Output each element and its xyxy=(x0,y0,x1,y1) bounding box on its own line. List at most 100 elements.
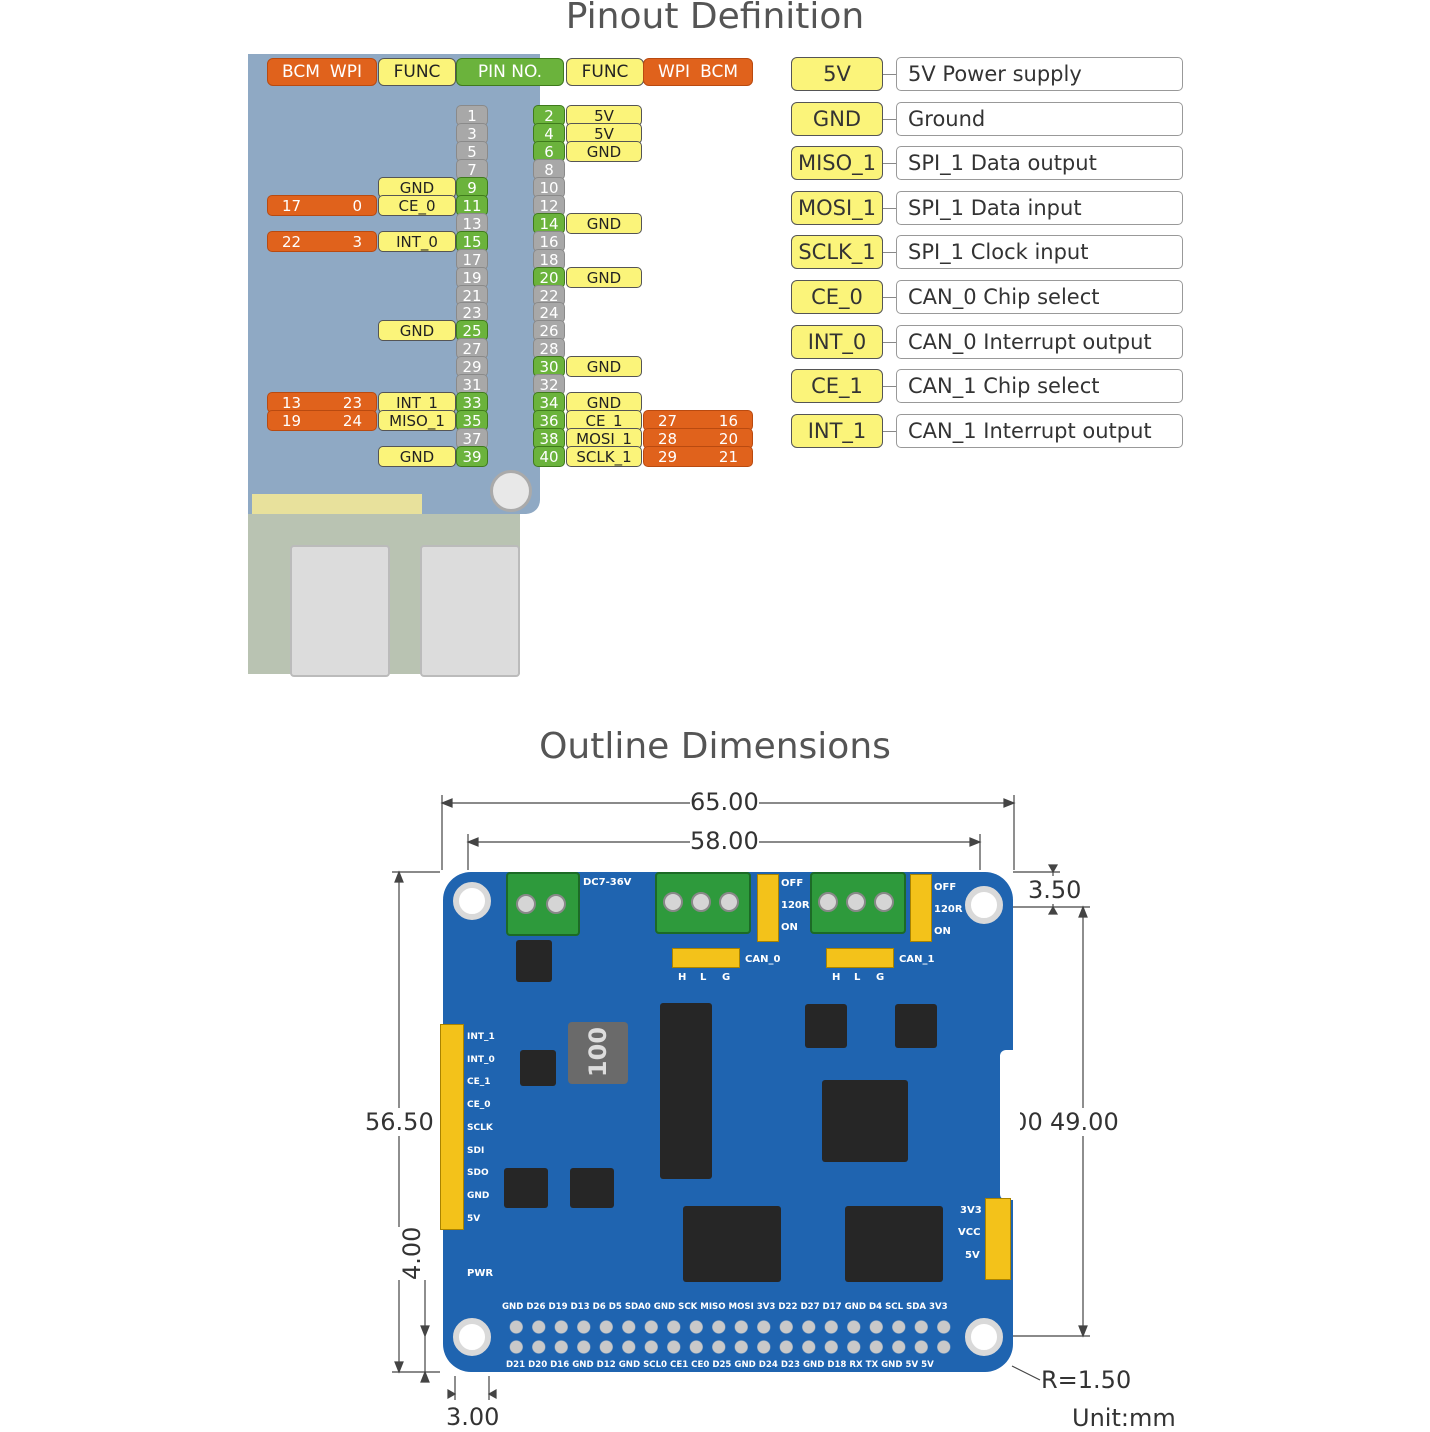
gpio-bottom-labels: D21 D20 D16 GND D12 GND SCL0 CE1 CE0 D25… xyxy=(506,1360,934,1370)
header-wpi-bcm-right: WPI BCM xyxy=(643,58,753,86)
pin-number-left: 33 xyxy=(456,392,488,414)
pin-wpi: 24 xyxy=(342,412,362,431)
dim-height-total: 56.50 xyxy=(365,1108,434,1136)
legend-key: MOSI_1 xyxy=(791,190,883,225)
pin-func-right: SCLK_1 xyxy=(566,446,642,468)
pin-number-left: 17 xyxy=(456,248,488,270)
pin-number-right: 16 xyxy=(533,230,565,252)
pin-func-right: GND xyxy=(566,140,642,162)
header-func-left: FUNC xyxy=(378,58,456,86)
pin-func-right: GND xyxy=(566,356,642,378)
pin-func-left: GND xyxy=(378,320,456,342)
header-bcm: BCM xyxy=(282,62,320,82)
legend-description: CAN_0 Chip select xyxy=(896,280,1183,314)
screw-icon xyxy=(846,892,866,912)
can0-terminator-jumper xyxy=(757,874,779,942)
dim-hole-x: 3.00 xyxy=(446,1403,500,1431)
legend-description: SPI_1 Clock input xyxy=(896,235,1183,270)
side-header-label: SDI xyxy=(467,1145,485,1156)
g-label: G xyxy=(722,972,731,983)
can1-terminator-jumper xyxy=(910,874,932,942)
screw-icon xyxy=(719,892,739,912)
ic-chip xyxy=(520,1050,556,1086)
pin-wpi: 0 xyxy=(352,196,362,215)
dim-height-holes: 49.00 xyxy=(1050,1108,1119,1136)
legend-description: 5V Power supply xyxy=(896,57,1183,91)
pcb-notch xyxy=(1000,1050,1020,1200)
legend-key: 5V xyxy=(791,57,883,91)
header-wpi: WPI xyxy=(329,62,362,82)
pin-func-left: CE_0 xyxy=(378,194,456,216)
pin-bcm: 16 xyxy=(718,412,738,431)
legend-connector xyxy=(883,118,896,120)
pin-bcm: 22 xyxy=(282,232,302,251)
legend-key: MISO_1 xyxy=(791,146,883,181)
legend-connector xyxy=(883,430,896,432)
off-label: OFF xyxy=(934,882,957,893)
side-header-label: SCLK xyxy=(467,1122,493,1133)
pin-func-left: GND xyxy=(378,446,456,468)
isolation-module xyxy=(660,1003,712,1179)
pin-func-right: MOSI_1 xyxy=(566,428,642,450)
inductor-label: 100 xyxy=(584,1026,612,1078)
pin-number-left: 29 xyxy=(456,356,488,378)
pin-number-right: 38 xyxy=(533,428,565,450)
unit-label: Unit:mm xyxy=(1072,1404,1176,1432)
legend-key: CE_1 xyxy=(791,369,883,404)
transceiver-chip xyxy=(805,1004,847,1048)
isolator-chip xyxy=(822,1080,908,1162)
header-bcm-wpi-left: BCM WPI xyxy=(267,58,377,86)
side-header-label: CE_0 xyxy=(467,1100,491,1111)
pin-func-left: GND xyxy=(378,176,456,198)
legend-connector xyxy=(883,163,896,165)
hat-board-image xyxy=(248,54,540,514)
r120-label: 120R xyxy=(934,904,963,915)
legend-description: CAN_1 Chip select xyxy=(896,369,1183,404)
pin-bcm: 19 xyxy=(282,412,302,431)
dim-hole-y: 4.00 xyxy=(398,1226,426,1280)
pin-func-right: GND xyxy=(566,266,642,288)
side-header-label: 5V xyxy=(467,1213,481,1224)
mounting-hole-icon xyxy=(453,1318,491,1356)
l-label: L xyxy=(700,972,707,983)
mounting-hole-icon xyxy=(490,470,532,512)
legend-description: Ground xyxy=(896,101,1183,136)
header-pin-no: PIN NO. xyxy=(456,58,564,86)
legend-description: CAN_1 Interrupt output xyxy=(896,413,1183,448)
legend-connector xyxy=(883,297,896,298)
legend-connector xyxy=(883,386,896,388)
can1-terminal-block xyxy=(810,872,906,934)
outline-title: Outline Dimensions xyxy=(539,726,891,767)
pwr-label: PWR xyxy=(467,1268,494,1279)
pin-number-left: 13 xyxy=(456,212,488,234)
pin-func-right: GND xyxy=(566,212,642,234)
pin-func-right: 5V xyxy=(566,122,642,144)
dim-radius: R=1.50 xyxy=(1041,1366,1132,1394)
pin-bcm: 13 xyxy=(282,394,302,413)
g-label: G xyxy=(876,972,885,983)
pinout-title: Pinout Definition xyxy=(565,0,865,37)
pin-number-left: 15 xyxy=(456,230,488,252)
screw-icon xyxy=(546,894,566,914)
usb-port-icon xyxy=(420,545,520,677)
power-input-label: DC7-36V xyxy=(583,877,632,888)
side-header-label: GND xyxy=(467,1190,490,1201)
pin-bcm: 20 xyxy=(718,430,738,449)
side-header-label: INT_1 xyxy=(467,1032,495,1042)
mounting-hole-icon xyxy=(453,882,491,920)
pin-number-left: 19 xyxy=(456,266,488,288)
l-label: L xyxy=(854,972,861,983)
pin-number-right: 22 xyxy=(533,284,565,306)
ic-chip xyxy=(570,1168,614,1208)
pin-number-left: 9 xyxy=(456,176,488,198)
legend-description: SPI_1 Data output xyxy=(896,146,1183,181)
on-label: ON xyxy=(781,922,798,933)
pin-func-right: GND xyxy=(566,392,642,414)
header-bcm: BCM xyxy=(700,62,738,82)
screw-icon xyxy=(874,892,894,912)
pin-number-right: 20 xyxy=(533,266,565,288)
